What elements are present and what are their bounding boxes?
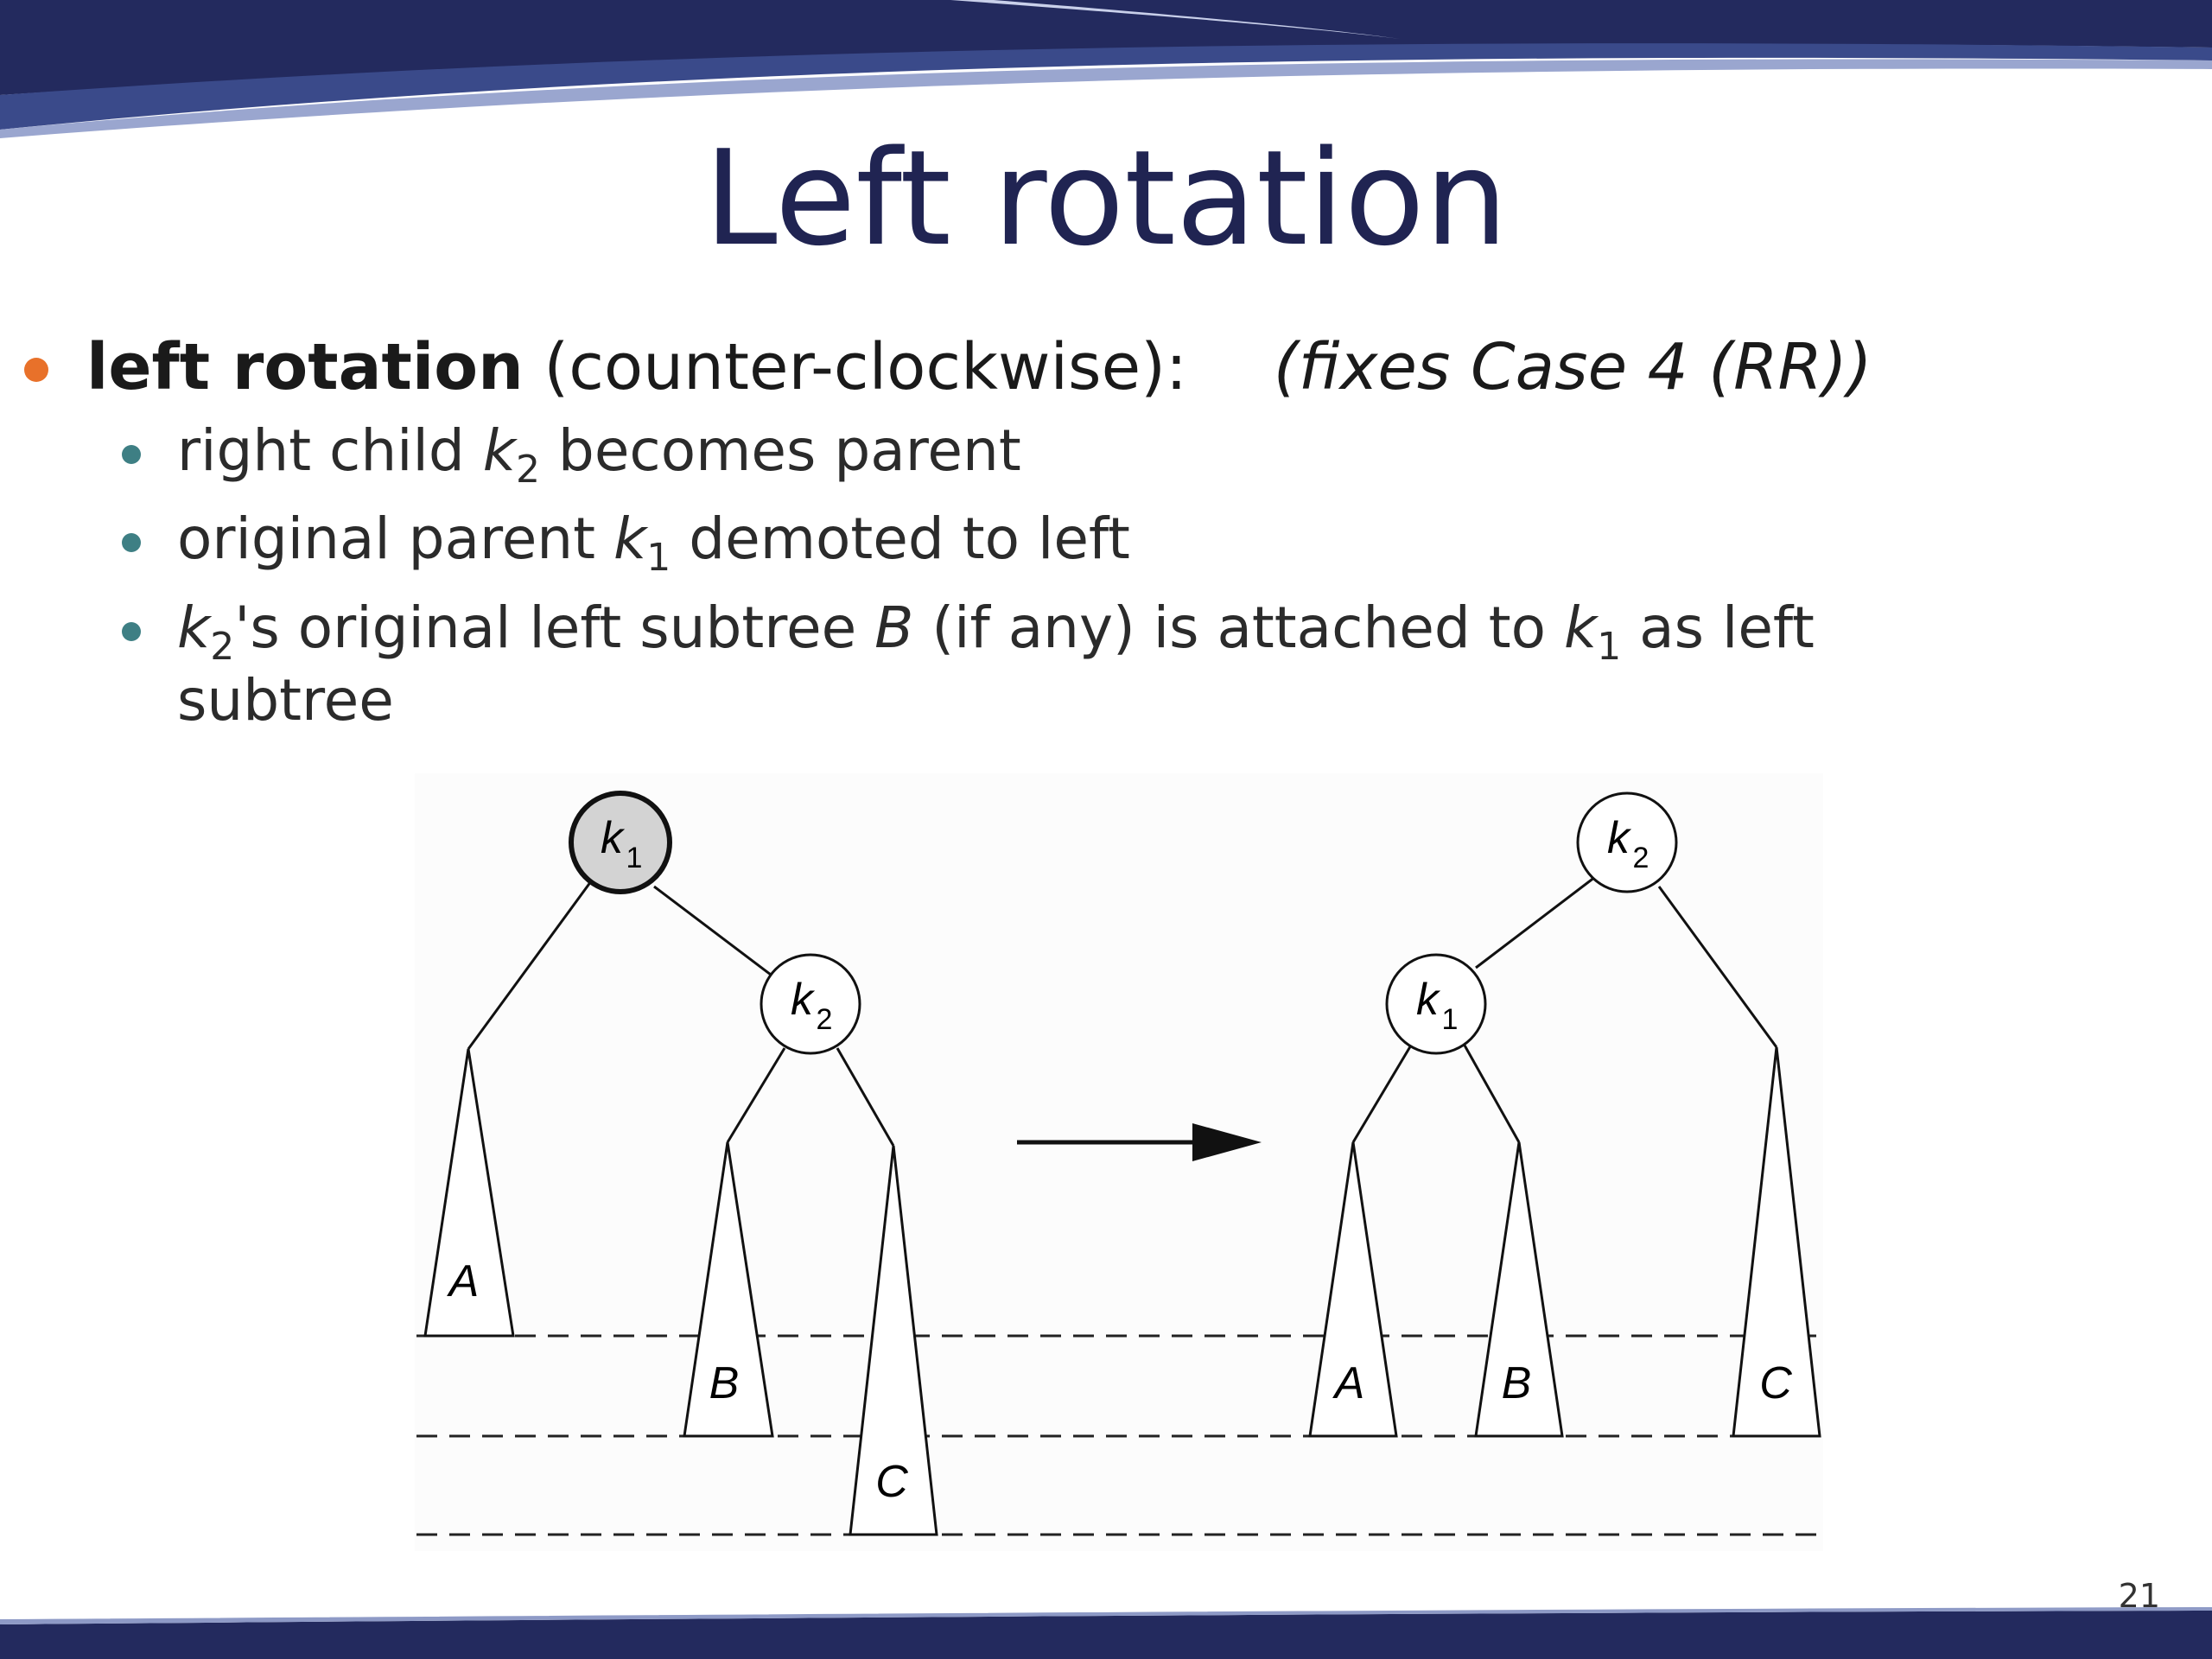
sub-bullet-2: original parent k1 demoted to left xyxy=(122,503,1130,577)
node-k2-after-label: k xyxy=(1607,813,1632,863)
bullet-dot-teal xyxy=(122,445,141,464)
term-left-rotation: left rotation xyxy=(86,330,524,404)
sub-bullet-3: k2's original left subtree B (if any) is… xyxy=(122,592,1815,737)
node-k1-after-sub: 1 xyxy=(1442,1003,1459,1036)
node-k2-before-label: k xyxy=(791,975,816,1025)
node-k2-before xyxy=(760,953,861,1055)
tree-after xyxy=(1351,875,1778,1143)
subtree-b-after xyxy=(1474,1141,1564,1438)
bullet-main-text: (counter-clockwise): xyxy=(523,330,1187,404)
node-k1-before-sub: 1 xyxy=(626,842,643,874)
subtree-c-label: C xyxy=(875,1457,908,1507)
subtree-c-after-label: C xyxy=(1759,1358,1792,1408)
node-k1-before xyxy=(569,791,672,894)
subtree-c-before xyxy=(849,1145,938,1536)
top-banner-decoration xyxy=(0,0,2212,138)
slide-title: Left rotation xyxy=(703,122,1509,275)
bullet-dot-orange xyxy=(24,358,48,382)
subtree-b-label: B xyxy=(709,1358,740,1408)
bullet-dot-teal xyxy=(122,622,141,641)
subtree-b-after-label: B xyxy=(1502,1358,1532,1408)
arrow-right-icon xyxy=(1017,1123,1262,1161)
node-k2-after-sub: 2 xyxy=(1633,842,1649,874)
subtree-a-before xyxy=(423,1048,515,1338)
sub-bullet-1: right child k2 becomes parent xyxy=(122,415,1021,489)
bullet-main-note: (fixes Case 4 (RR)) xyxy=(1273,330,1872,404)
subtree-a-after-label: A xyxy=(1332,1358,1365,1408)
node-k1-after-label: k xyxy=(1416,975,1441,1025)
subtree-a-label: A xyxy=(447,1256,480,1306)
bottom-banner-decoration xyxy=(0,1607,2212,1659)
tree-before xyxy=(467,880,895,1147)
node-k2-before-sub: 2 xyxy=(817,1003,833,1036)
node-k1-after xyxy=(1385,953,1487,1055)
subtree-a-after xyxy=(1308,1141,1398,1438)
bullet-main: left rotation (counter-clockwise): (fixes… xyxy=(24,320,1872,415)
node-k2-after xyxy=(1576,791,1678,893)
level-guides xyxy=(416,1334,1823,1536)
rotation-diagram: A B C k 1 k 2 A B C k 2 k 1 xyxy=(415,773,1823,1551)
subtree-b-before xyxy=(683,1141,774,1438)
node-k1-before-label: k xyxy=(601,813,626,863)
subtree-c-after xyxy=(1732,1046,1821,1438)
bullet-dot-teal xyxy=(122,533,141,552)
